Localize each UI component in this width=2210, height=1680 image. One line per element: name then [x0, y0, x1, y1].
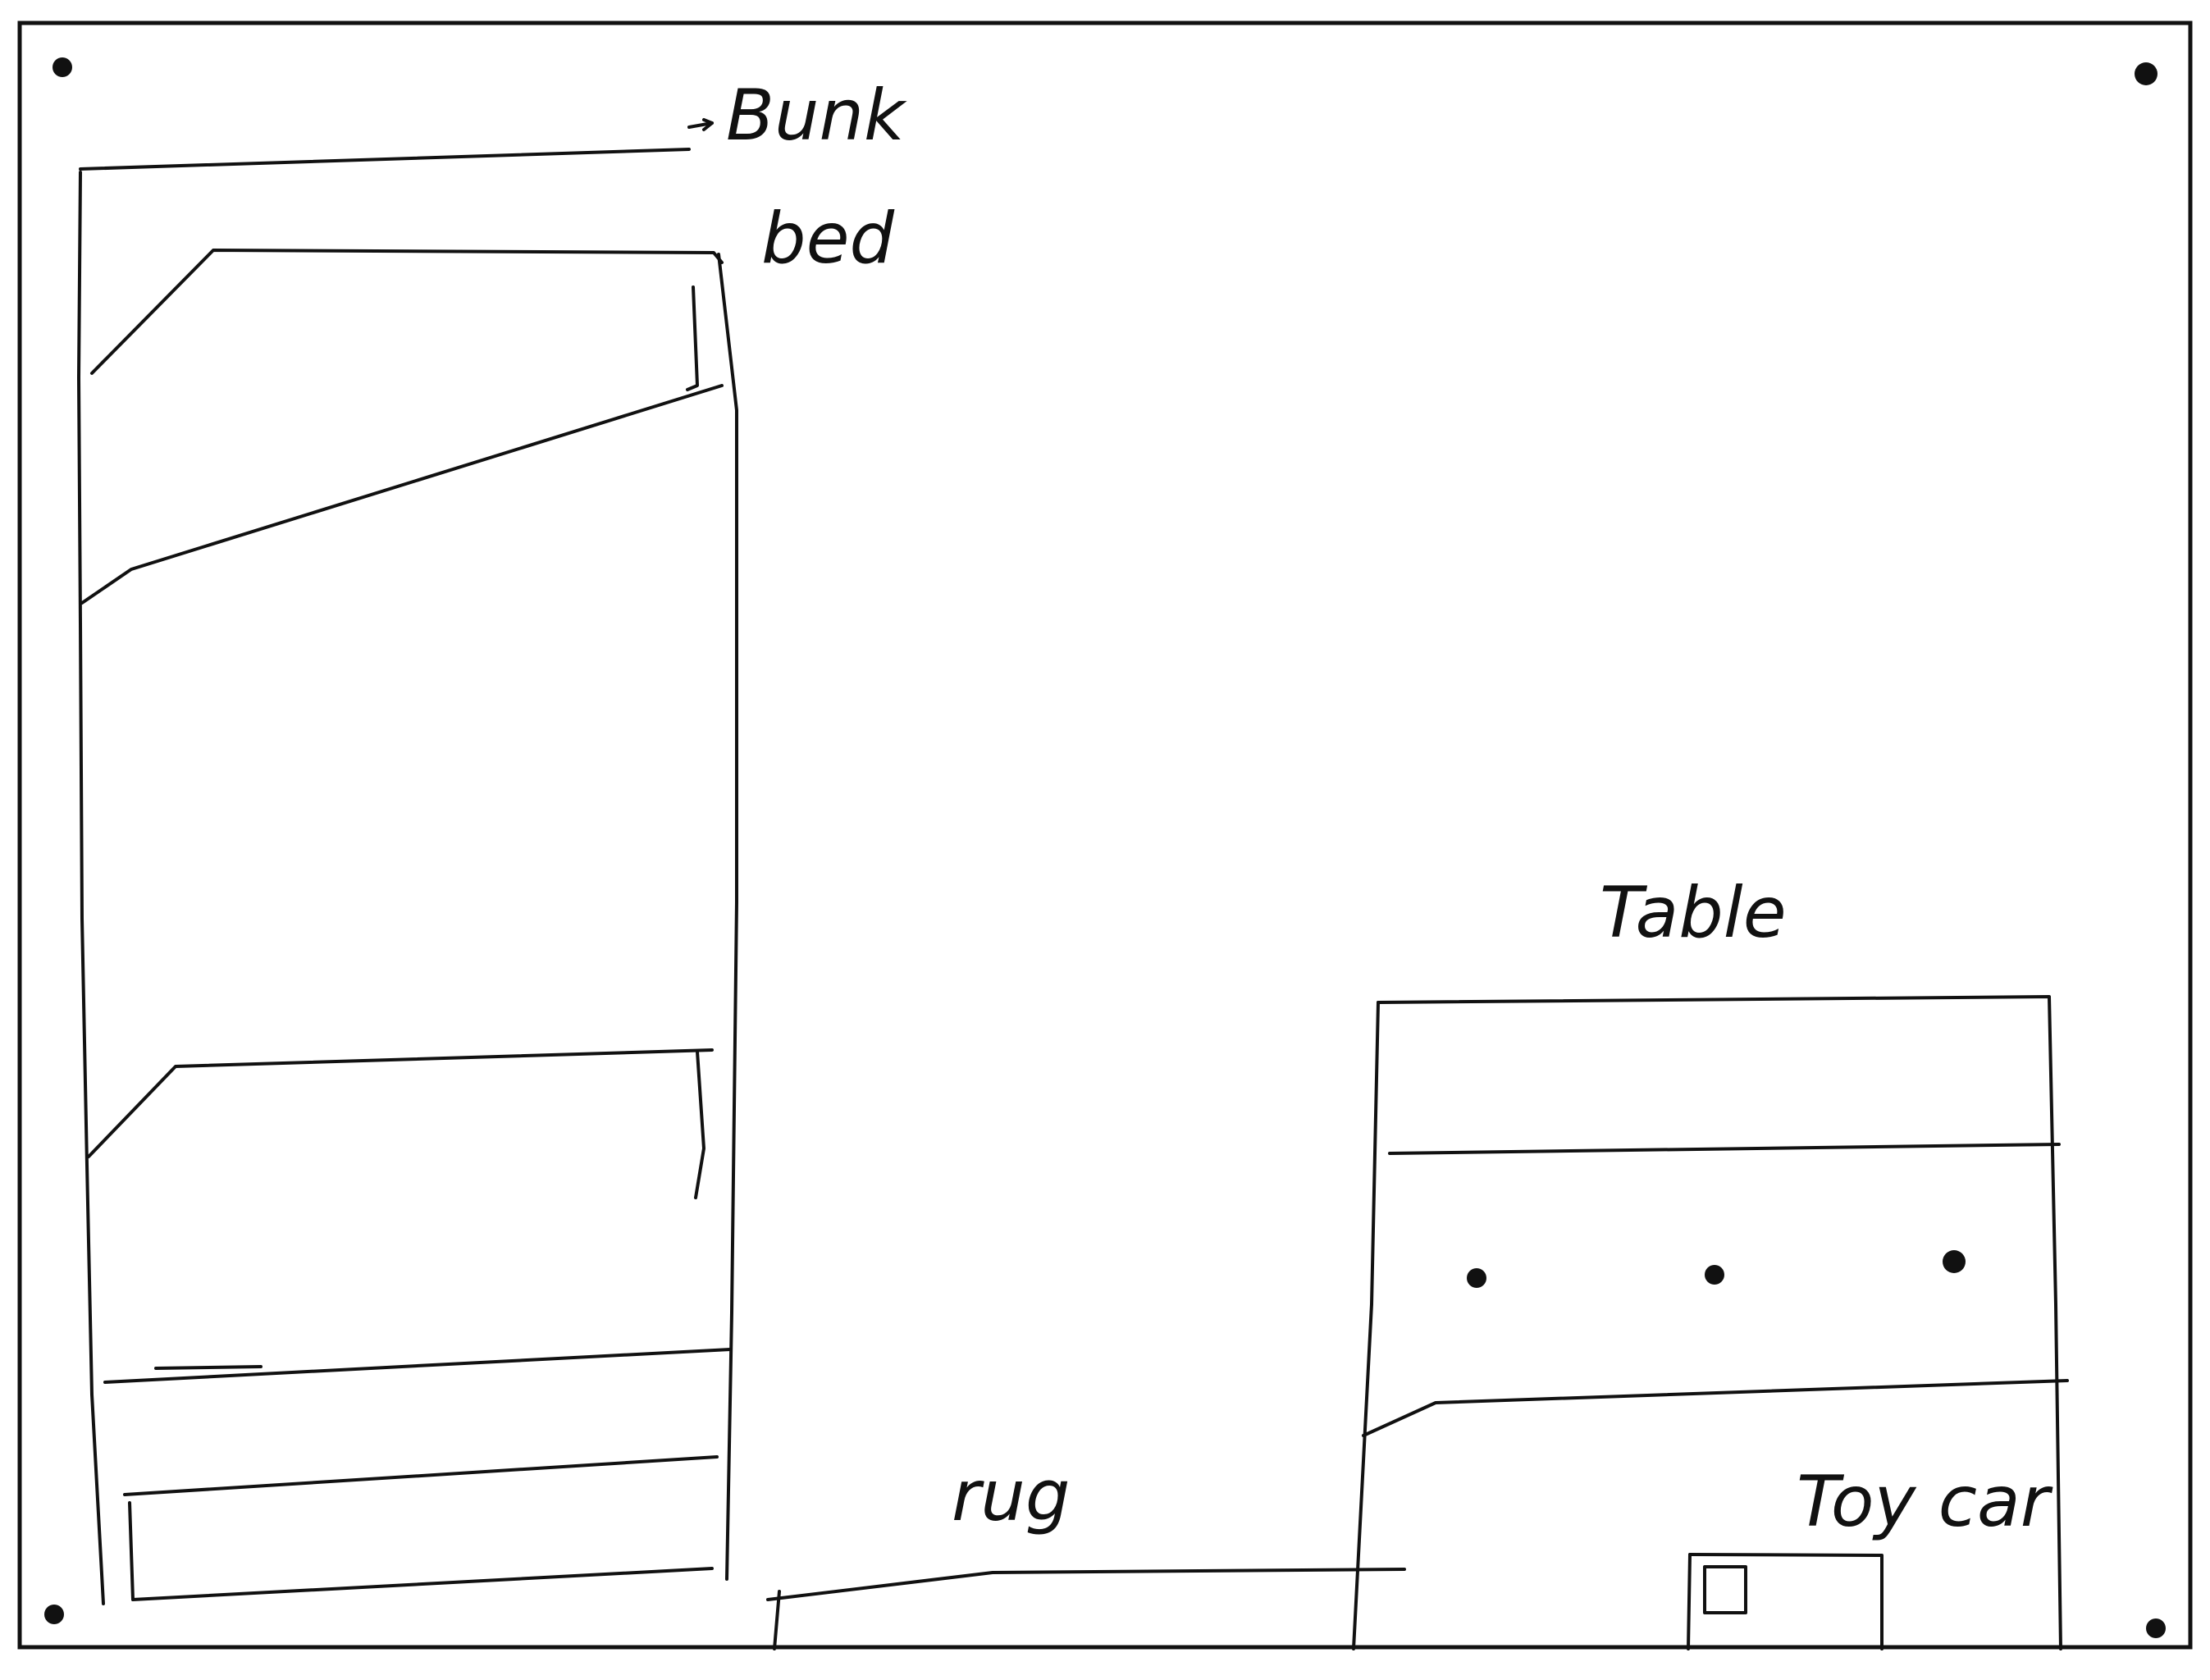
bunk-bed-label-line1: Bunk	[726, 75, 907, 157]
table-right-edge	[1378, 997, 2061, 1649]
page-border	[20, 23, 2190, 1647]
drawer-top-line	[125, 1457, 717, 1495]
toy-car-drawing	[1688, 1554, 1882, 1649]
lower-bunk-mattress-highlight	[156, 1367, 261, 1368]
bunk-bed-label-line2: bed	[761, 198, 895, 280]
table-drawing	[1354, 997, 2067, 1649]
rug-line	[768, 1569, 1404, 1600]
table-top-band	[1390, 1144, 2059, 1153]
bunk-bed-top-rail	[80, 149, 689, 169]
bunk-bed-left-post	[79, 172, 103, 1604]
upper-bunk-rail	[687, 287, 697, 390]
lower-bunk-rail	[696, 1052, 704, 1198]
table-knob-middle	[1705, 1265, 1724, 1285]
rug-drawing	[768, 1569, 1404, 1649]
upper-bunk-top	[92, 250, 722, 373]
lower-bunk-mattress-line	[105, 1349, 730, 1382]
bunk-bed-right-post	[719, 254, 737, 1579]
corner-dot-bottom-right	[2146, 1618, 2166, 1638]
toy-car-window	[1705, 1567, 1746, 1613]
upper-bunk-mattress-line	[82, 386, 722, 603]
toy-car-right-edge	[1690, 1554, 1882, 1649]
drawer-outline	[130, 1503, 712, 1600]
toy-car-label: Toy car	[1797, 1461, 2053, 1543]
toy-car-left-edge	[1688, 1554, 1690, 1649]
table-knob-left	[1467, 1268, 1486, 1288]
rug-label: rug	[952, 1455, 1070, 1537]
table-bottom-band	[1363, 1381, 2067, 1436]
table-left-edge	[1354, 1002, 1378, 1649]
corner-dot-top-left	[53, 57, 72, 77]
table-knob-right	[1943, 1250, 1966, 1273]
lower-bunk-top	[89, 1050, 712, 1157]
corner-dot-top-right	[2135, 62, 2157, 85]
corner-dot-bottom-left	[44, 1605, 64, 1624]
table-label: Table	[1600, 872, 1787, 954]
bunk-bed-drawing	[79, 120, 737, 1604]
